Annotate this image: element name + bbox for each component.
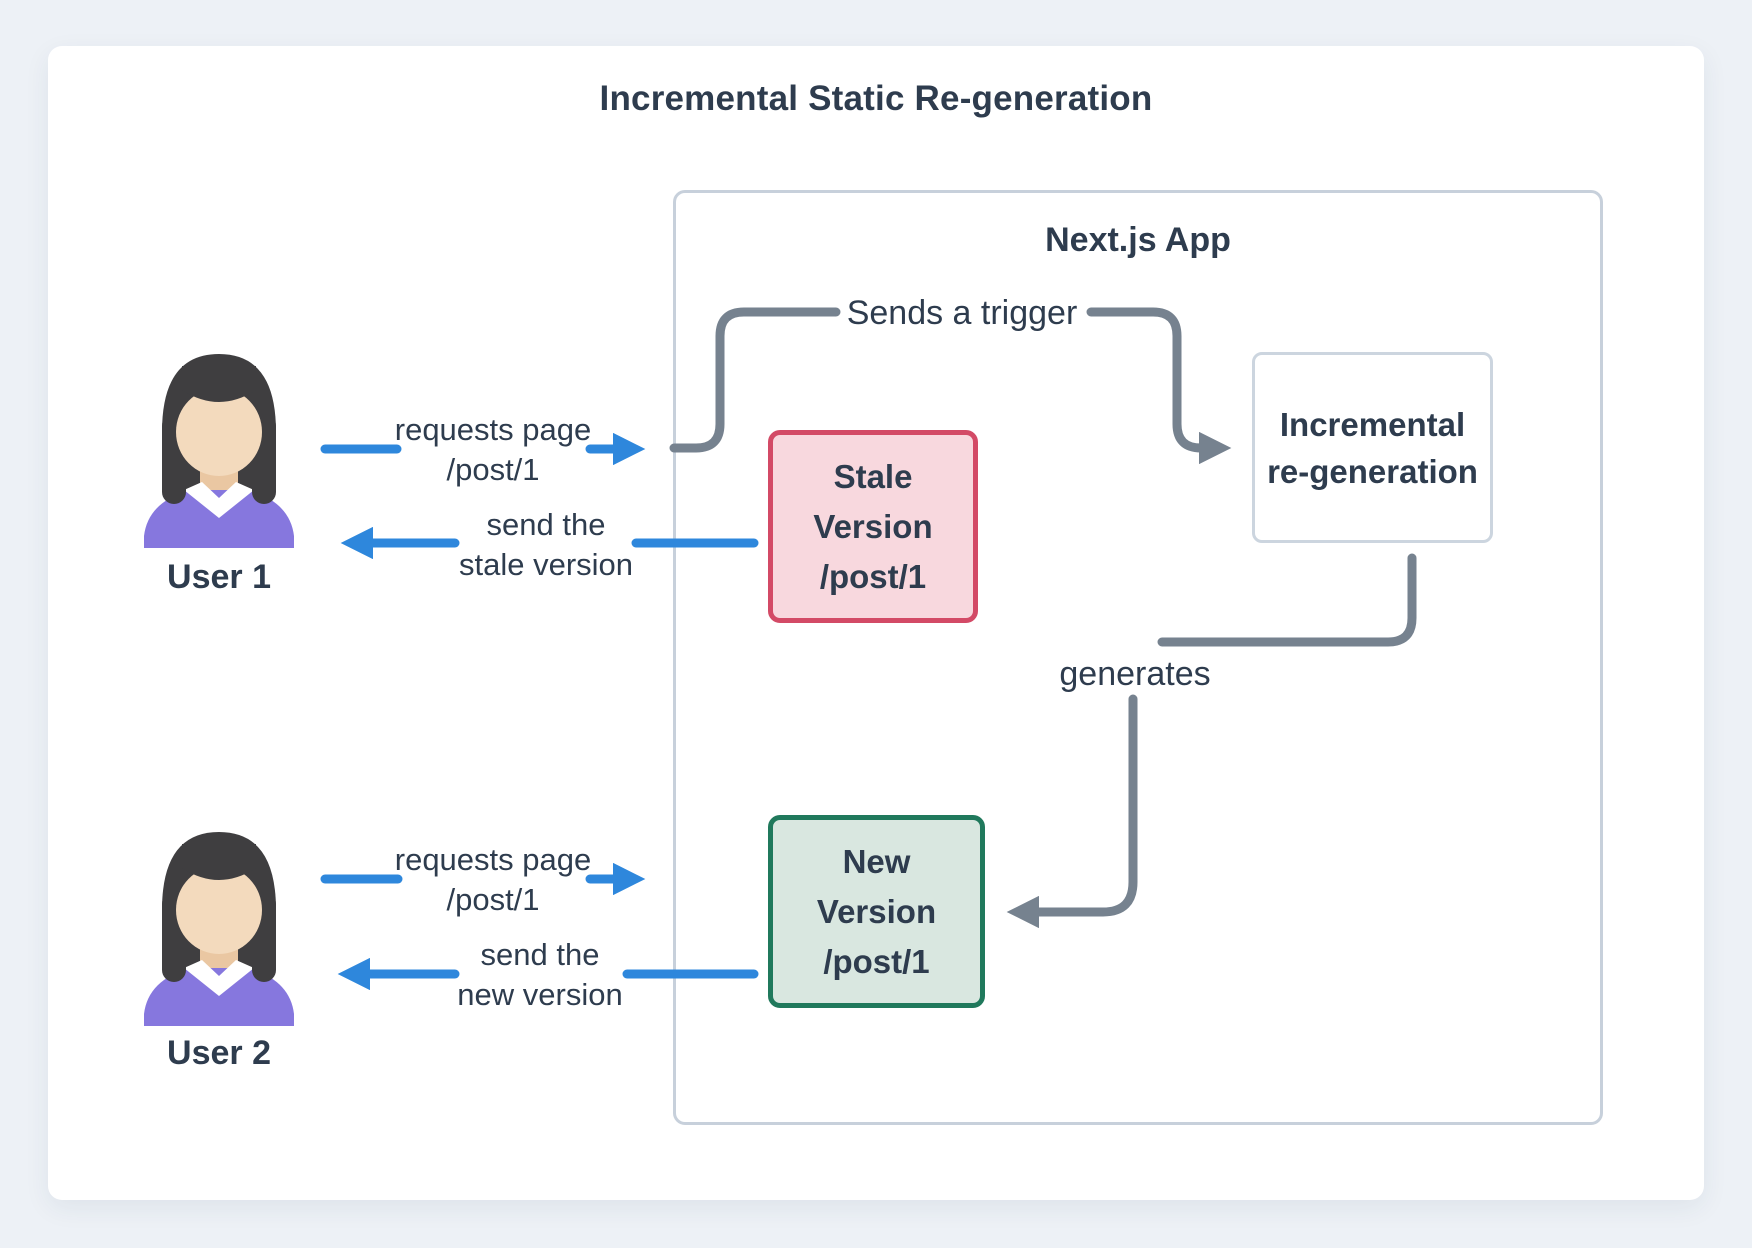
incremental-line: Incremental	[1279, 405, 1466, 443]
new-version-box: New Version /post/1	[768, 815, 985, 1008]
user2-send-label: send the new version	[457, 937, 623, 1012]
nextjs-app-label: Next.js App	[1045, 221, 1231, 259]
user2-request-label: requests page /post/1	[394, 842, 592, 917]
user2-avatar-icon	[134, 830, 304, 1026]
new-version-line: New	[842, 842, 911, 880]
page-title: Incremental Static Re-generation	[599, 79, 1153, 118]
stale-version-line: Version	[813, 507, 933, 545]
user1-avatar-icon	[134, 352, 304, 548]
stale-version-line: /post/1	[819, 557, 927, 595]
user1-request-label: requests page /post/1	[394, 412, 592, 487]
user2-label: User 2	[167, 1034, 271, 1072]
stale-version-box: Stale Version /post/1	[768, 430, 978, 623]
sends-trigger-label: Sends a trigger	[846, 294, 1078, 332]
incremental-regeneration-box: Incremental re-generation	[1252, 352, 1493, 543]
generates-label: generates	[1059, 655, 1211, 693]
new-version-line: Version	[816, 892, 937, 930]
user1-label: User 1	[167, 558, 271, 596]
stale-version-line: Stale	[833, 457, 913, 495]
user1-send-label: send the stale version	[458, 507, 634, 582]
new-version-line: /post/1	[823, 942, 930, 980]
incremental-line: re-generation	[1267, 452, 1478, 490]
